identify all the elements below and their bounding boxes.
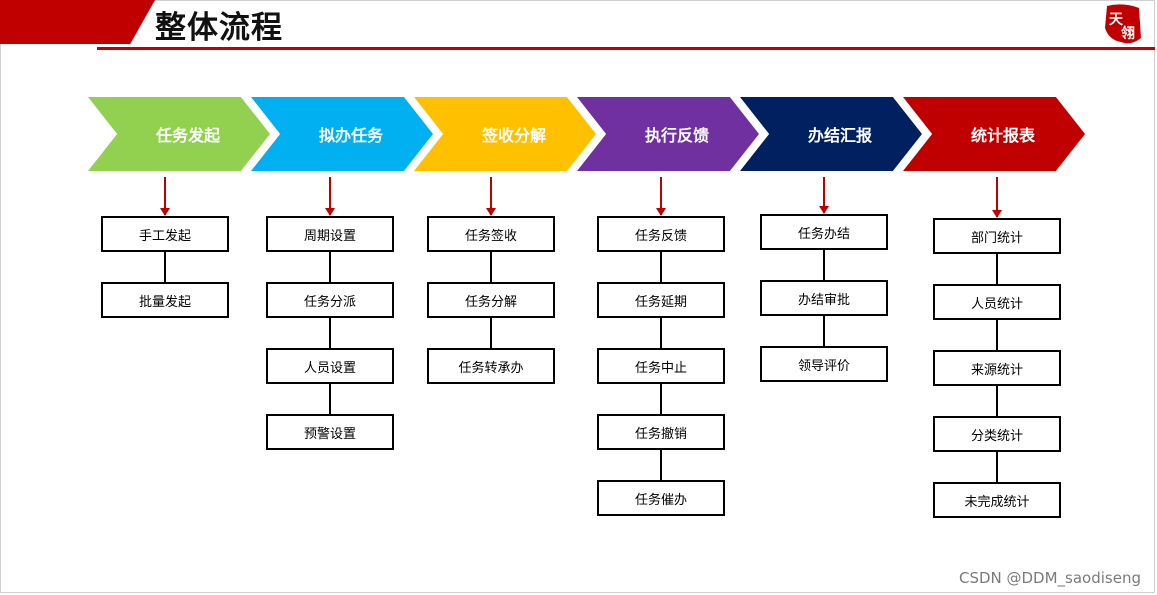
stage-label: 办结汇报 [807, 126, 872, 145]
step-connector [329, 384, 331, 414]
step-connector [996, 254, 998, 284]
step-connector [490, 318, 492, 348]
stage-label: 统计报表 [970, 126, 1035, 145]
step-connector [660, 450, 662, 480]
step-connector [329, 252, 331, 282]
step-box: 人员设置 [266, 348, 394, 384]
stage-label: 执行反馈 [644, 126, 709, 145]
step-box: 手工发起 [101, 216, 229, 252]
down-arrow-icon [656, 177, 666, 216]
down-arrow-icon [486, 177, 496, 216]
stage-chevron-5: 办结汇报 [740, 97, 922, 171]
step-box: 分类统计 [933, 416, 1061, 452]
stage-label: 签收分解 [481, 126, 546, 145]
step-box: 未完成统计 [933, 482, 1061, 518]
stage-chevron-2: 拟办任务 [251, 97, 433, 171]
step-connector [823, 250, 825, 280]
svg-text:天: 天 [1109, 12, 1124, 28]
step-box: 周期设置 [266, 216, 394, 252]
step-box: 预警设置 [266, 414, 394, 450]
step-connector [996, 452, 998, 482]
down-arrow-icon [819, 177, 829, 214]
stage-label: 任务发起 [155, 126, 220, 145]
down-arrow-icon [992, 177, 1002, 218]
company-logo-icon: 天 翎 [1105, 4, 1141, 44]
step-connector [660, 384, 662, 414]
step-box: 任务分派 [266, 282, 394, 318]
title-underline [97, 47, 1155, 50]
page-title: 整体流程 [155, 10, 283, 46]
step-box: 来源统计 [933, 350, 1061, 386]
step-box: 任务催办 [597, 480, 725, 516]
step-connector [660, 252, 662, 282]
step-box: 任务反馈 [597, 216, 725, 252]
step-connector [490, 252, 492, 282]
step-connector [823, 316, 825, 346]
stage-chevron-6: 统计报表 [903, 97, 1085, 171]
stage-label: 拟办任务 [318, 126, 383, 145]
watermark: CSDN @DDM_saodiseng [958, 569, 1141, 587]
step-box: 任务转承办 [427, 348, 555, 384]
title-accent-bar [0, 0, 155, 44]
step-box: 人员统计 [933, 284, 1061, 320]
step-box: 任务办结 [760, 214, 888, 250]
step-box: 任务延期 [597, 282, 725, 318]
step-connector [996, 320, 998, 350]
step-box: 任务分解 [427, 282, 555, 318]
down-arrow-icon [160, 177, 170, 216]
svg-text:翎: 翎 [1121, 25, 1135, 42]
step-box: 部门统计 [933, 218, 1061, 254]
step-connector [660, 318, 662, 348]
stage-chevron-3: 签收分解 [414, 97, 596, 171]
step-box: 任务中止 [597, 348, 725, 384]
step-box: 办结审批 [760, 280, 888, 316]
down-arrow-icon [325, 177, 335, 216]
step-box: 任务撤销 [597, 414, 725, 450]
stage-chevron-1: 任务发起 [88, 97, 270, 171]
step-box: 任务签收 [427, 216, 555, 252]
step-connector [996, 386, 998, 416]
step-box: 批量发起 [101, 282, 229, 318]
stage-chevron-4: 执行反馈 [577, 97, 759, 171]
step-box: 领导评价 [760, 346, 888, 382]
step-connector [164, 252, 166, 282]
step-connector [329, 318, 331, 348]
